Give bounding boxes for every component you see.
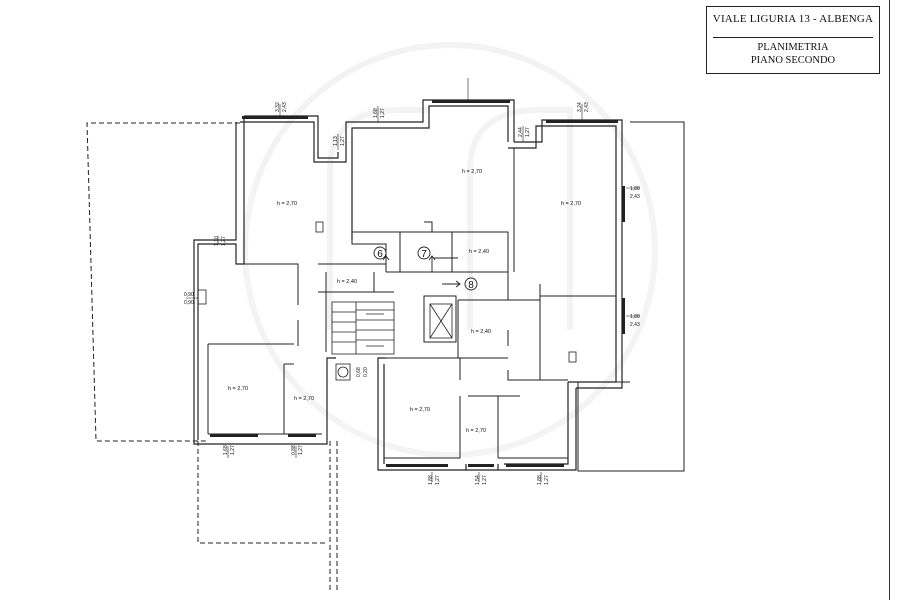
window-dim: 1,88 [537,475,543,485]
room-height-label: h = 2,70 [294,396,314,402]
title-divider [713,37,873,38]
marker-7: 7 [421,249,427,260]
windows [210,100,625,467]
window-dim: 3,32 [275,102,281,112]
title-block: VIALE LIGURIA 13 - ALBENGA PLANIMETRIA P… [706,6,880,74]
room-height-label: h = 2,70 [561,201,581,207]
floor-label: PIANO SECONDO [750,55,836,66]
room-height-label: h = 2,70 [410,407,430,413]
marker-8: 8 [468,280,474,291]
room-height-label: h = 2,70 [462,169,482,175]
window-dim: 1,27 [525,127,531,137]
window-dim: 1,27 [230,445,236,455]
entry-arrows [382,255,461,288]
room-height-label: h = 2,40 [471,329,491,335]
staircase [331,301,395,355]
room-height-label: h = 2,70 [228,386,248,392]
window-dim: 1,68 [373,108,379,118]
exterior-walls [193,99,623,471]
window-dim: 2,43 [584,102,590,112]
window-dim: 3,24 [577,102,583,112]
window-dim: 0,20 [363,367,369,377]
terrace-outline [86,122,338,590]
fixtures [197,221,577,381]
entry-markers: 6 7 8 [373,246,478,291]
address-label: VIALE LIGURIA 13 - ALBENGA [712,13,874,25]
window-dim: 1,27 [380,108,386,118]
window-dim: 1,10 [214,236,220,246]
window-dim: 1,27 [544,475,550,485]
window-dim: 1,27 [221,236,227,246]
window-dim: 1,54 [475,475,481,485]
room-height-label: h = 2,40 [337,279,357,285]
window-dim: 0,68 [356,367,362,377]
room-height-label: h = 2,40 [469,249,489,255]
window-dim: 1,27 [298,445,304,455]
room-height-label: h = 2,70 [277,201,297,207]
window-dim: 2,43 [630,194,640,200]
window-dim: 2,43 [282,102,288,112]
window-dim: 0,90 [184,300,194,306]
window-dim: 1,27 [435,475,441,485]
sheet-border [889,0,890,600]
dimension-ticks [186,78,640,482]
window-dim: 1,27 [340,136,346,146]
drawing-type-label: PLANIMETRIA [757,42,829,53]
window-dim: 0,90 [184,292,194,298]
window-dim: 1,27 [482,475,488,485]
window-dim: 0,88 [291,445,297,455]
window-dim: 1,13 [333,136,339,146]
window-dim: 1,88 [630,186,640,192]
window-dim: 1,88 [630,314,640,320]
window-dim: 1,88 [428,475,434,485]
window-dim: 2,44 [518,127,524,137]
room-height-label: h = 2,70 [466,428,486,434]
elevator [429,303,453,339]
watermark [242,42,658,458]
room-height-labels: h = 2,70 h = 2,70 h = 2,70 h = 2,40 h = … [228,169,581,434]
window-dim: 1,68 [223,445,229,455]
marker-6: 6 [377,249,383,260]
window-dim: 2,43 [630,322,640,328]
